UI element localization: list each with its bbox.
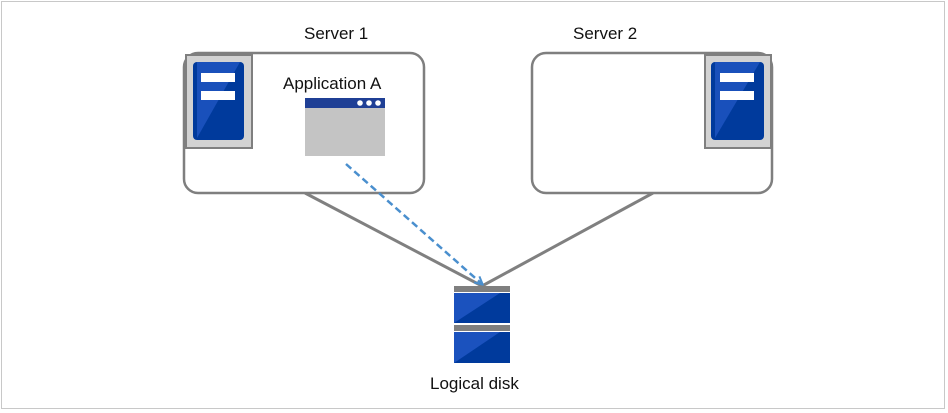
application-window-icon (305, 98, 385, 156)
server-1-label: Server 1 (304, 24, 369, 43)
server-icon (704, 54, 772, 149)
server1-disk-connector (304, 191, 483, 288)
application-disk-access-arrow (345, 163, 482, 284)
logical-disk-icon (454, 286, 510, 363)
logical-disk-label: Logical disk (430, 374, 519, 393)
server-2-label: Server 2 (573, 24, 638, 43)
application-label: Application A (283, 74, 382, 93)
server-icon (185, 54, 253, 149)
server2-disk-connector (481, 191, 654, 288)
